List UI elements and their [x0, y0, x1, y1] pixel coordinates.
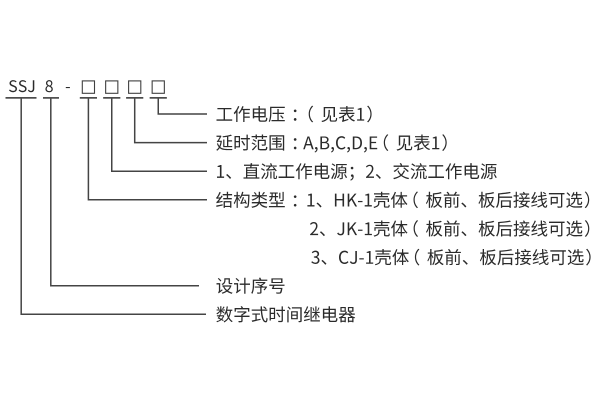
- leader-power-supply: [111, 98, 207, 172]
- callout-delay-range-text: 延时范围：A,B,C,D,E（见表1）: [216, 136, 468, 162]
- code-box-1: [81, 80, 96, 94]
- leader-lines: [20, 98, 207, 316]
- code-box-2: [105, 80, 119, 94]
- structure-option-3-text: 3、CJ-1壳体（板前、板后接线可选）: [311, 251, 600, 277]
- callout-product-name-text: 数字式时间继电器: [216, 308, 356, 334]
- structure-option-1-text: 1、HK-1壳体（板前、板后接线可选）: [306, 193, 600, 219]
- model-prefix-text: SSJ: [8, 80, 33, 104]
- code-box-3: [128, 80, 142, 94]
- leader-product-name: [20, 98, 206, 316]
- callout-working-voltage-text: 工作电压：（见表1）: [216, 108, 376, 134]
- leader-structure-type: [87, 98, 207, 201]
- code-box-4: [151, 80, 165, 94]
- model-separator-text: -: [65, 80, 71, 104]
- structure-option-2-text: 2、JK-1壳体（板前、板后接线可选）: [309, 222, 597, 248]
- callout-structure-type-text: 结构类型：: [216, 193, 304, 219]
- code-boxes: [81, 80, 165, 94]
- leader-working-voltage: [157, 98, 207, 115]
- leader-delay-range: [133, 98, 207, 144]
- callout-power-supply-text: 1、直流工作电源；2、交流工作电源: [216, 165, 501, 191]
- callout-design-serial-text: 设计序号: [216, 279, 286, 305]
- leader-design-serial: [50, 98, 199, 287]
- model-series-text: 8: [45, 80, 55, 104]
